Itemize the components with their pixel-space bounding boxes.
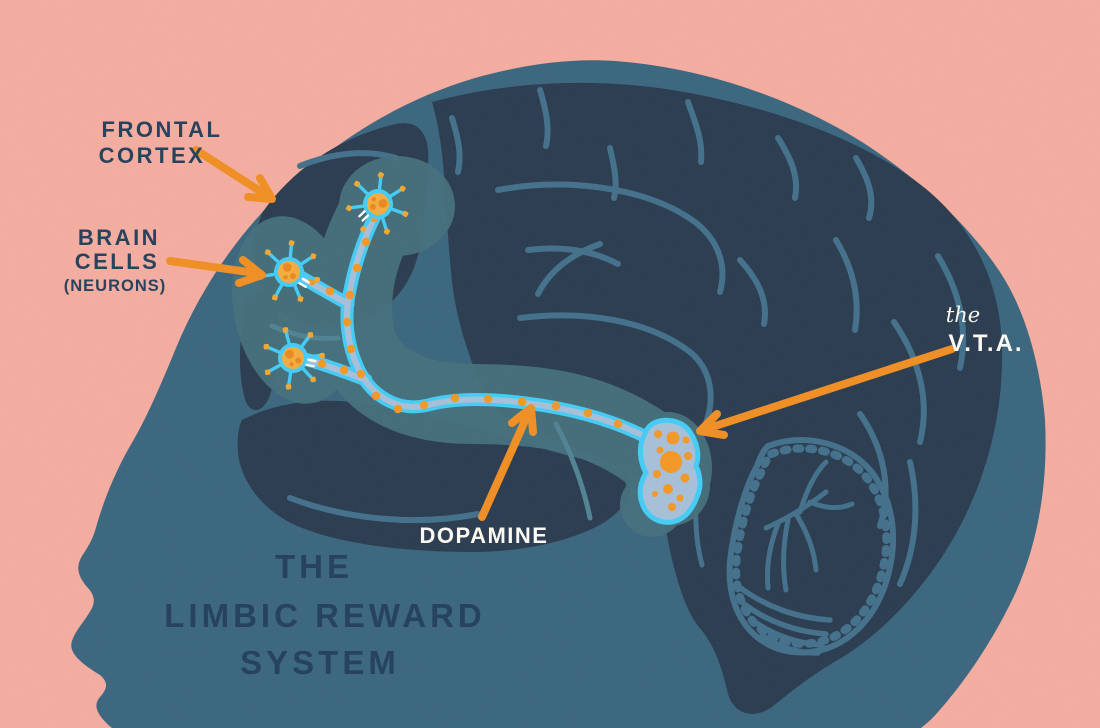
paper-texture-overlay — [0, 0, 1100, 728]
limbic-reward-system-illustration: FRONTAL CORTEX BRAIN CELLS (NEURONS) DOP… — [0, 0, 1100, 728]
illustration-canvas: FRONTAL CORTEX BRAIN CELLS (NEURONS) DOP… — [0, 0, 1100, 728]
